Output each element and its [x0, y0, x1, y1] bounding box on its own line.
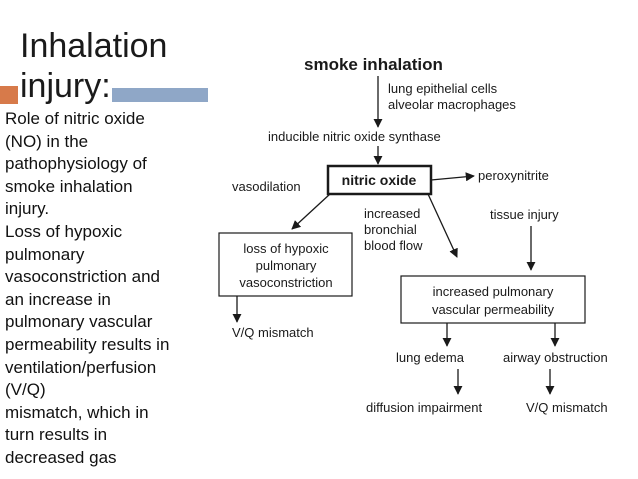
label-alveolar-macrophages: alveolar macrophages — [388, 97, 516, 112]
label-vasodilation: vasodilation — [232, 179, 301, 194]
label-blood-flow: blood flow — [364, 238, 423, 253]
label-peroxynitrite: peroxynitrite — [478, 168, 549, 183]
label-lung-edema: lung edema — [396, 350, 465, 365]
label-loss-hpv-1: loss of hypoxic — [243, 241, 329, 256]
accent-bar-blue — [112, 88, 208, 102]
label-tissue-injury: tissue injury — [490, 207, 559, 222]
label-increased: increased — [364, 206, 420, 221]
arrow-no-to-loss-hpv — [291, 193, 331, 230]
slide-title: Inhalation injury: — [20, 26, 167, 106]
node-smoke-inhalation: smoke inhalation — [304, 55, 443, 74]
node-nitric-oxide-box — [326, 164, 433, 196]
label-permeability-1: increased pulmonary — [433, 284, 554, 299]
label-bronchial: bronchial — [364, 222, 417, 237]
slide-body-text: Role of nitric oxide (NO) in the pathoph… — [5, 109, 170, 467]
node-loss-hpv-box — [218, 232, 353, 297]
label-lung-epithelial-cells: lung epithelial cells — [388, 81, 498, 96]
slide-title-line-2: injury: — [20, 67, 111, 105]
node-nitric-oxide: nitric oxide — [342, 172, 417, 188]
accent-bar-orange — [0, 86, 18, 104]
label-diffusion-impairment: diffusion impairment — [366, 400, 482, 415]
arrow-no-to-peroxynitrite — [430, 172, 475, 182]
label-airway-obstruction: airway obstruction — [503, 350, 608, 365]
node-inducible-nos: inducible nitric oxide synthase — [268, 129, 441, 144]
label-vq-mismatch-left: V/Q mismatch — [232, 325, 314, 340]
label-vq-mismatch-right: V/Q mismatch — [526, 400, 608, 415]
node-permeability-box — [400, 275, 586, 324]
label-loss-hpv-2: pulmonary — [256, 258, 317, 273]
arrow-no-to-permeability — [427, 193, 458, 258]
label-permeability-2: vascular permeability — [432, 302, 555, 317]
slide-title-line-1: Inhalation — [20, 27, 168, 65]
label-loss-hpv-3: vasoconstriction — [239, 275, 332, 290]
